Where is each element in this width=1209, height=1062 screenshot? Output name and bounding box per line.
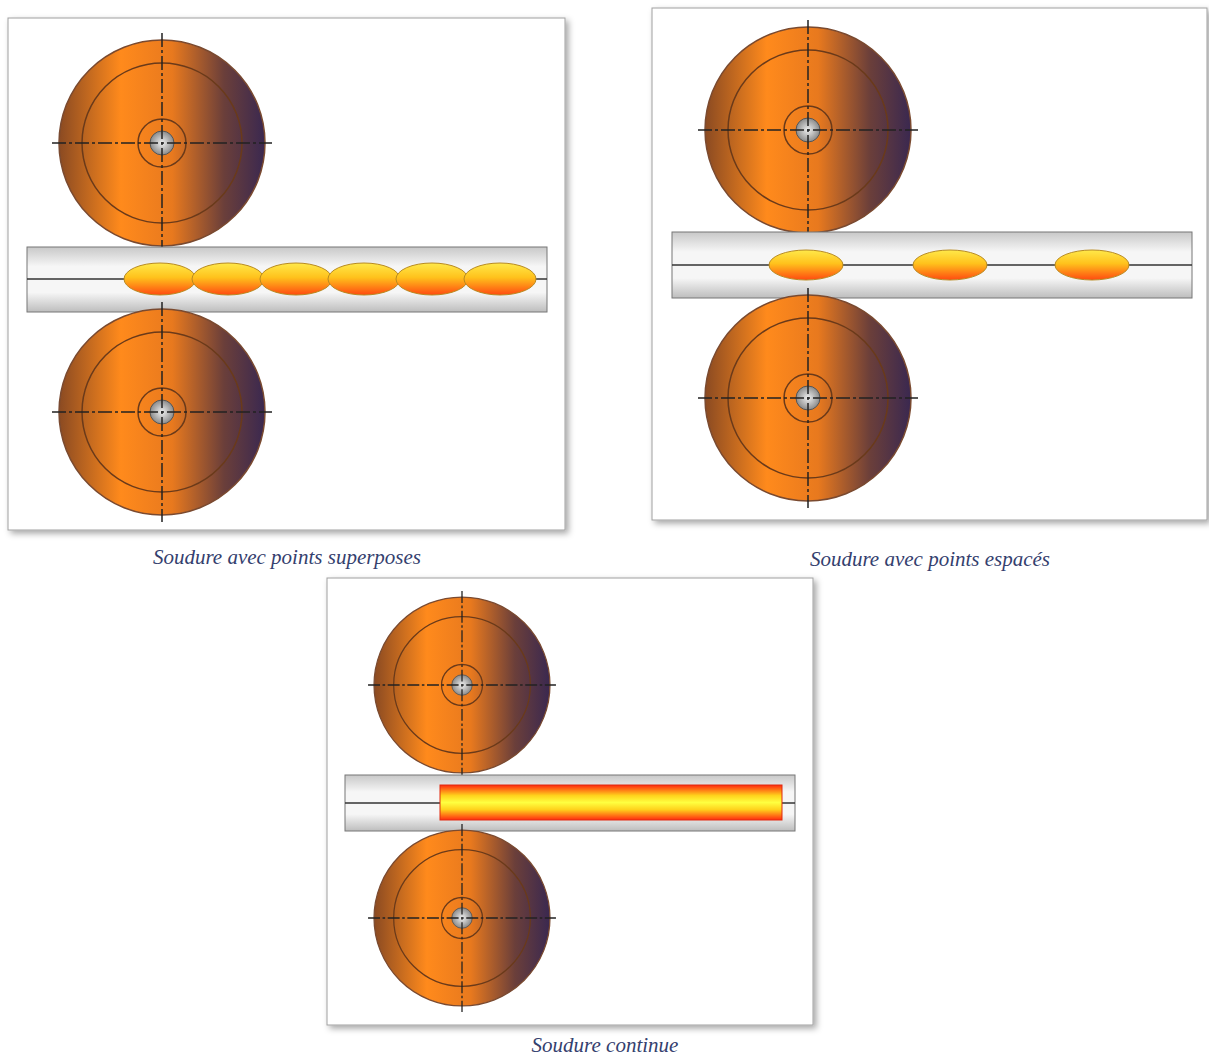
weld-nuggets [124, 263, 536, 295]
lower-electrode-wheel [698, 288, 918, 508]
upper-electrode-wheel [698, 20, 918, 240]
upper-electrode-wheel [52, 33, 272, 253]
lower-electrode-wheel [368, 824, 556, 1012]
caption: Soudure avec points superposes [153, 545, 421, 570]
caption: Soudure avec points espacés [810, 547, 1050, 572]
sheet-strip [672, 232, 1192, 298]
lower-electrode-wheel [52, 302, 272, 522]
panel-frame [8, 18, 565, 530]
sheet-strip [27, 247, 547, 312]
panel-frame [327, 578, 813, 1025]
continuous-weld-seam [440, 785, 782, 820]
panel-frame [652, 8, 1207, 520]
upper-electrode-wheel [368, 591, 556, 779]
sheet-strip [345, 775, 795, 831]
caption: Soudure continue [532, 1033, 679, 1058]
weld-nuggets [769, 250, 1129, 280]
